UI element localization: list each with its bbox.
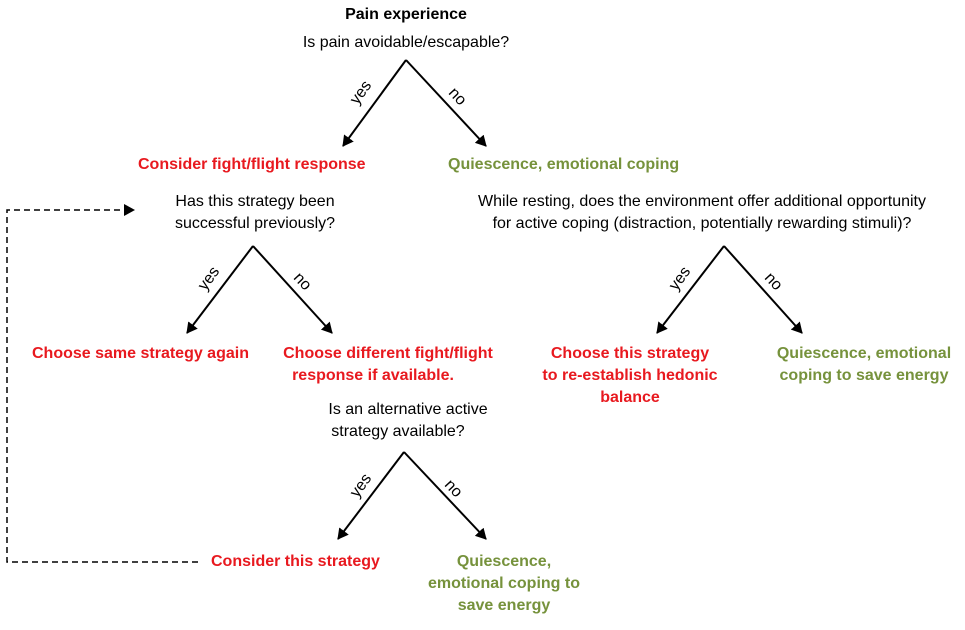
quiescence-save-energy-line2: coping to save energy (779, 367, 949, 384)
choose-same-strategy-again: Choose same strategy again (32, 345, 249, 362)
quiescence-level3-line2: emotional coping to (428, 575, 580, 592)
yes-arrow-root (342, 59, 407, 147)
root-title: Pain experience (345, 6, 467, 23)
yes-arrow-success (186, 245, 254, 334)
yes-arrow-environment (656, 245, 725, 334)
question-success-line1: Has this strategy been (175, 193, 335, 210)
no-arrow-alternative (403, 451, 487, 540)
question-environment-line2: for active coping (distraction, potentia… (492, 215, 912, 232)
quiescence-emotional-coping: Quiescence, emotional coping (448, 156, 680, 173)
question-success-line2: successful previously? (174, 215, 336, 232)
choose-different-line2: response if available. (292, 367, 454, 384)
root-question: Is pain avoidable/escapable? (302, 34, 510, 51)
quiescence-level3-line3: save energy (457, 597, 551, 614)
yes-arrow-alternative (337, 451, 405, 540)
choose-this-strategy-line3: balance (600, 389, 660, 406)
quiescence-level3-line1: Quiescence, (456, 553, 552, 570)
choose-different-line1: Choose different fight/flight (283, 345, 493, 362)
quiescence-save-energy-line1: Quiescence, emotional (776, 345, 952, 362)
choose-this-strategy-line1: Choose this strategy (550, 345, 710, 362)
question-environment-line1: While resting, does the environment offe… (478, 193, 926, 210)
feedback-loop-dashed-arrow (6, 204, 198, 563)
question-alternative-line1: Is an alternative active (328, 401, 488, 418)
consider-fight-flight-response: Consider fight/flight response (138, 156, 366, 173)
no-arrow-environment (723, 245, 803, 334)
question-alternative-line2: strategy available? (331, 423, 465, 440)
no-arrow-root (405, 59, 487, 147)
consider-this-strategy: Consider this strategy (211, 553, 380, 570)
choose-this-strategy-line2: to re-establish hedonic (542, 367, 718, 384)
no-arrow-success (252, 245, 333, 334)
